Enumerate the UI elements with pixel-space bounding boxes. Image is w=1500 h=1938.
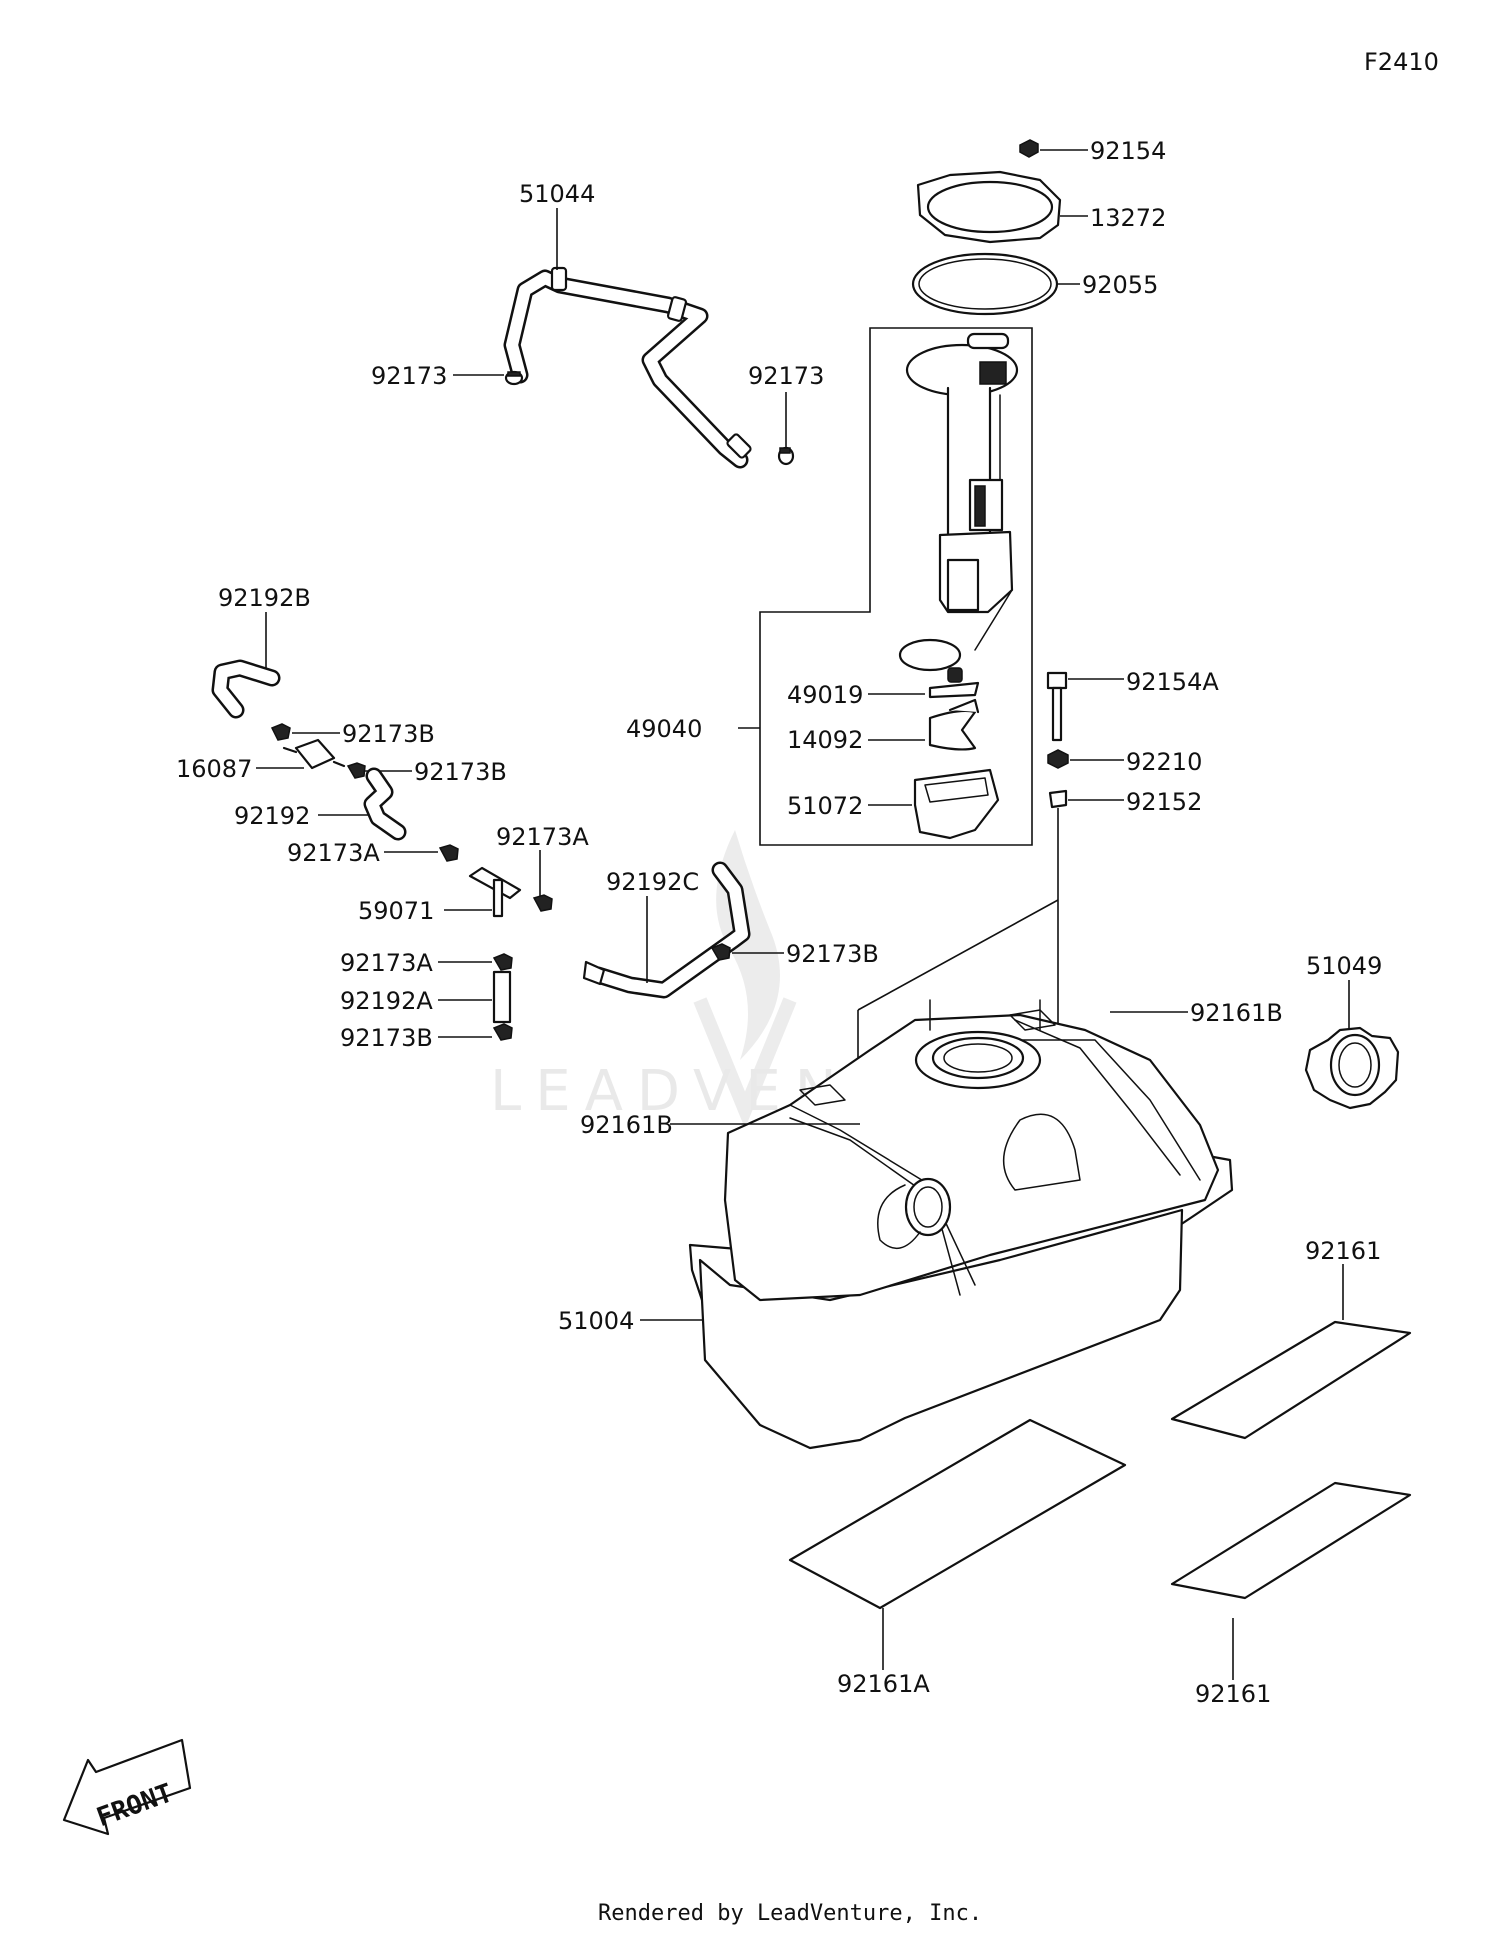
pump-assembly-frame xyxy=(759,327,1033,846)
label-92173A-3[interactable]: 92173A xyxy=(340,949,433,977)
tank-bolt-long[interactable] xyxy=(1046,671,1124,742)
tank-collar[interactable] xyxy=(1048,789,1124,900)
fuel-filter-16087[interactable] xyxy=(256,738,346,770)
label-92154[interactable]: 92154 xyxy=(1090,137,1166,165)
fuel-pump-assembly[interactable] xyxy=(898,332,1019,672)
fuel-cap[interactable] xyxy=(1304,980,1400,1110)
label-92192A[interactable]: 92192A xyxy=(340,987,433,1015)
label-92173B-1[interactable]: 92173B xyxy=(342,720,435,748)
label-16087[interactable]: 16087 xyxy=(176,755,252,783)
figure-code: F2410 xyxy=(1364,48,1439,76)
label-49040[interactable]: 49040 xyxy=(626,715,702,743)
fuel-tank[interactable] xyxy=(640,899,1234,1450)
label-51004[interactable]: 51004 xyxy=(558,1307,634,1335)
label-92173-right[interactable]: 92173 xyxy=(748,362,824,390)
hose-92192[interactable] xyxy=(318,767,407,841)
label-51044[interactable]: 51044 xyxy=(519,180,595,208)
joint-59071[interactable] xyxy=(444,866,522,918)
label-92173B-4[interactable]: 92173B xyxy=(340,1024,433,1052)
label-92173B-3[interactable]: 92173B xyxy=(786,940,879,968)
pump-retainer-plate[interactable] xyxy=(916,170,1088,244)
label-49019[interactable]: 49019 xyxy=(787,681,863,709)
label-92173-left[interactable]: 92173 xyxy=(371,362,447,390)
clamp-92173A-3[interactable] xyxy=(438,953,513,971)
clamp-92173B-3[interactable] xyxy=(710,943,784,961)
label-92161B-left[interactable]: 92161B xyxy=(580,1111,673,1139)
pad-92161-top[interactable] xyxy=(1170,1264,1412,1440)
label-92161-top[interactable]: 92161 xyxy=(1305,1237,1381,1265)
label-59071[interactable]: 59071 xyxy=(358,897,434,925)
hose-92192B[interactable] xyxy=(211,612,281,719)
label-92192C[interactable]: 92192C xyxy=(606,868,699,896)
label-13272[interactable]: 13272 xyxy=(1090,204,1166,232)
tank-washer[interactable] xyxy=(1047,749,1124,769)
clamp-92173B-1[interactable] xyxy=(270,723,340,741)
clamp-92173B-4[interactable] xyxy=(438,1023,513,1041)
label-92161A[interactable]: 92161A xyxy=(837,1670,930,1698)
pump-o-ring[interactable] xyxy=(911,252,1080,316)
label-92192B[interactable]: 92192B xyxy=(218,584,311,612)
clamp-92173A-1[interactable] xyxy=(384,844,459,862)
pump-filter-clip[interactable] xyxy=(868,667,980,699)
label-92161B-right[interactable]: 92161B xyxy=(1190,999,1283,1027)
clamp-92173A-2[interactable] xyxy=(532,850,553,912)
label-92173A-2[interactable]: 92173A xyxy=(496,823,589,851)
label-92161-bottom[interactable]: 92161 xyxy=(1195,1680,1271,1708)
tank-pad-92161B-right[interactable] xyxy=(1009,1009,1188,1031)
label-51049[interactable]: 51049 xyxy=(1306,952,1382,980)
tank-pad-92161B-left[interactable] xyxy=(670,1084,860,1125)
label-92152[interactable]: 92152 xyxy=(1126,788,1202,816)
footer-credit: Rendered by LeadVenture, Inc. xyxy=(598,1901,982,1926)
breather-hose[interactable] xyxy=(503,208,752,469)
label-51072[interactable]: 51072 xyxy=(787,792,863,820)
label-92210[interactable]: 92210 xyxy=(1126,748,1202,776)
label-92173A-1[interactable]: 92173A xyxy=(287,839,380,867)
label-92154A[interactable]: 92154A xyxy=(1126,668,1219,696)
label-92055[interactable]: 92055 xyxy=(1082,271,1158,299)
label-92192[interactable]: 92192 xyxy=(234,802,310,830)
hose-92192A[interactable] xyxy=(438,970,512,1024)
pump-filter-cup[interactable] xyxy=(868,768,1000,840)
hose-clamp-right[interactable] xyxy=(777,392,795,466)
front-arrow-icon: FRONT xyxy=(62,1738,192,1836)
label-14092[interactable]: 14092 xyxy=(787,726,863,754)
pad-92161A[interactable] xyxy=(788,1418,1127,1670)
pad-92161-bottom[interactable] xyxy=(1170,1481,1412,1680)
hose-clamp-left[interactable] xyxy=(453,370,524,386)
label-92173B-2[interactable]: 92173B xyxy=(414,758,507,786)
hose-92192C[interactable] xyxy=(582,861,751,999)
pump-filter-plate[interactable] xyxy=(868,698,980,751)
pump-cap-bolt[interactable] xyxy=(1019,139,1088,158)
